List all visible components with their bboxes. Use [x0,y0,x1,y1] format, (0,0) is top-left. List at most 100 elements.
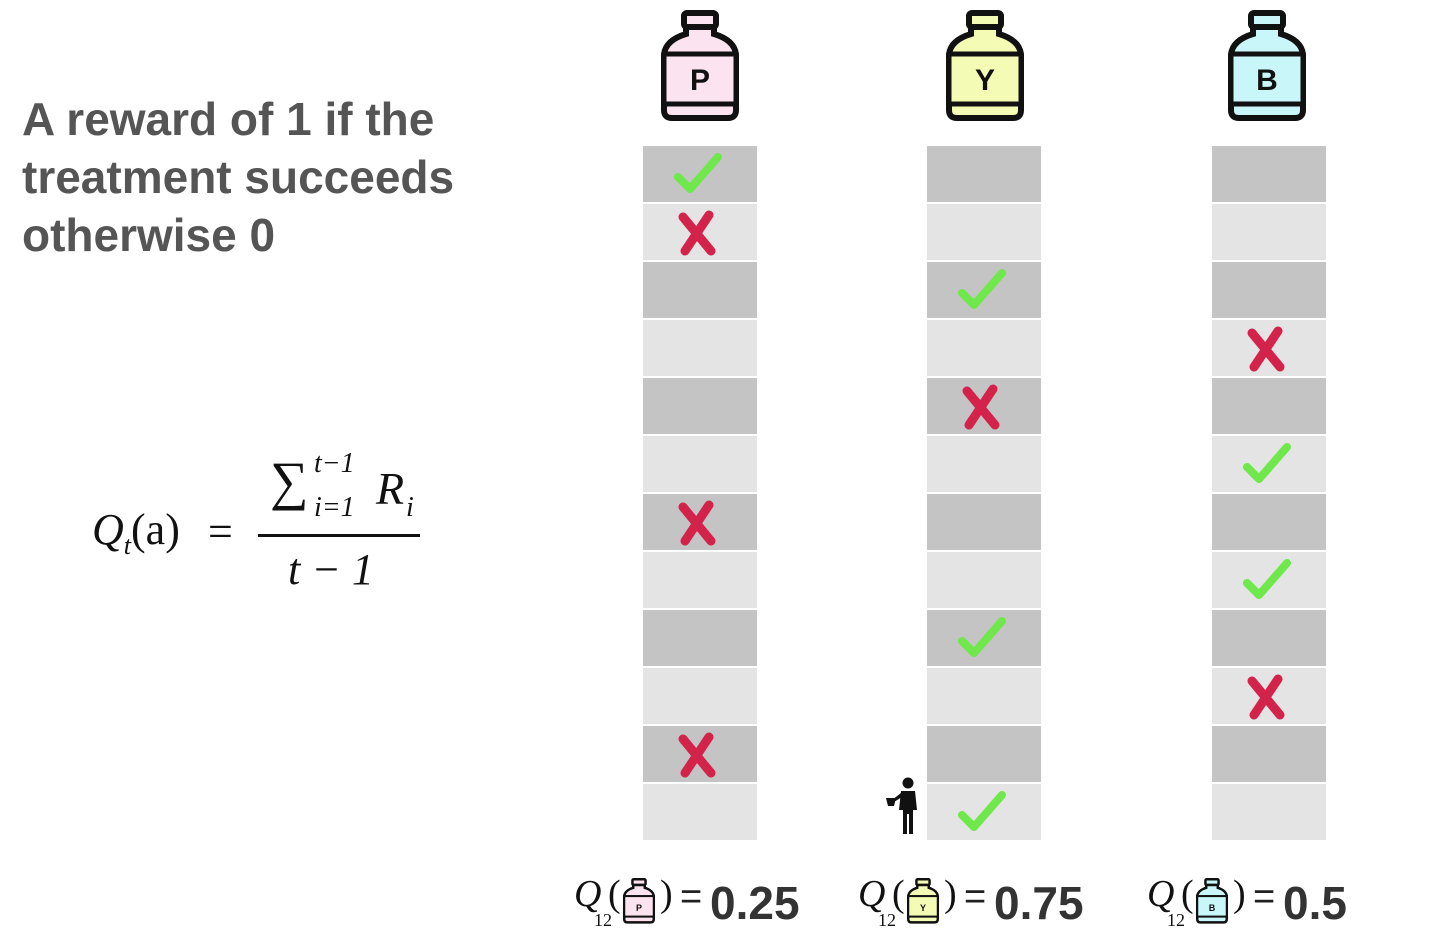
person-icon [886,777,917,834]
trial-cell [643,726,757,782]
trial-cell [643,320,757,376]
trial-cell [927,204,1041,260]
check-icon [958,269,1006,309]
q-symbol: Q [574,873,602,915]
check-icon [958,791,1006,831]
close-paren: ) [944,873,957,915]
check-icon [674,153,722,193]
formula-reward: R [376,463,405,514]
cross-icon [678,500,716,546]
check-icon [1243,443,1291,483]
trial-cell [643,436,757,492]
formula-numerator: ∑ t−1 i=1 R i [270,448,430,528]
trial-cell [1212,784,1326,840]
medicine-bottle-icon: Y [906,878,940,929]
close-paren: ) [1233,873,1246,915]
trial-cell [927,784,1041,840]
trial-cell [1212,204,1326,260]
cross-icon [678,210,716,256]
trial-cell [927,436,1041,492]
treatment-column-p [643,146,757,842]
medicine-bottle-icon: B [1227,10,1307,127]
formula-q: Q [92,505,124,554]
q-subscript: 12 [1167,910,1185,930]
cross-icon [678,732,716,778]
trial-cell [1212,436,1326,492]
close-paren: ) [660,873,673,915]
q-subscript: 12 [878,910,896,930]
formula-q-sub: t [123,531,132,560]
bottle-letter: B [1209,903,1216,913]
trial-cell [927,726,1041,782]
trial-cell [1212,494,1326,550]
formula-upper-limit: t−1 [314,448,355,479]
formula-lower-limit: i=1 [314,492,355,523]
open-paren: ( [892,873,905,915]
trial-cell [1212,610,1326,666]
formula-fraction-bar [258,534,420,537]
formula-denominator: t − 1 [288,545,374,594]
bottle-letter: Y [975,64,995,97]
formula-reward-sub: i [406,492,414,523]
trial-cell [643,552,757,608]
trial-cell [927,320,1041,376]
q-value: 0.75 [994,877,1084,929]
trial-cell [1212,668,1326,724]
trial-cell [643,610,757,666]
treatment-column-b [1212,146,1326,842]
q-value-formula: Qt(a) = ∑ t−1 i=1 R i t − 1 [92,448,432,598]
trial-cell [643,262,757,318]
q-subscript: 12 [594,910,612,930]
medicine-bottle-icon: B [1195,878,1229,929]
equals-sign: = [964,876,987,918]
trial-cell [643,784,757,840]
bottle-letter: P [636,903,642,913]
formula-lhs: Qt(a) [92,504,180,560]
trial-cell [1212,726,1326,782]
headline-line-2: treatment succeeds [22,151,455,203]
medicine-bottle-icon: P [660,10,740,127]
open-paren: ( [1181,873,1194,915]
trial-cell [927,610,1041,666]
trial-cell [1212,552,1326,608]
q-symbol: Q [1147,873,1175,915]
formula-arg: (a) [131,505,180,554]
treatment-column-y [927,146,1041,842]
trial-cell [1212,262,1326,318]
cross-icon [962,384,1000,430]
trial-cell [643,668,757,724]
trial-cell [643,494,757,550]
equals-sign: = [1253,876,1276,918]
bottle-letter: B [1256,64,1278,97]
equals-sign: = [680,876,703,918]
trial-cell [927,146,1041,202]
q-value: 0.25 [710,877,800,929]
open-paren: ( [608,873,621,915]
cross-icon [1247,674,1285,720]
q-symbol: Q [858,873,886,915]
headline: A reward of 1 if the treatment succeeds … [22,90,542,264]
trial-cell [927,668,1041,724]
trial-cell [927,262,1041,318]
medicine-bottle-icon: P [622,878,656,929]
trial-cell [927,552,1041,608]
trial-cell [643,146,757,202]
headline-line-3: otherwise 0 [22,209,276,261]
bottle-letter: Y [920,903,926,913]
formula-equals: = [208,507,233,556]
trial-cell [927,494,1041,550]
formula-sigma: ∑ [270,451,309,511]
trial-cell [1212,378,1326,434]
check-icon [1243,559,1291,599]
trial-cell [1212,320,1326,376]
cross-icon [1247,326,1285,372]
trial-cell [1212,146,1326,202]
trial-cell [927,378,1041,434]
medicine-bottle-icon: Y [945,10,1025,127]
trial-cell [643,378,757,434]
trial-cell [643,204,757,260]
headline-line-1: A reward of 1 if the [22,93,435,145]
bottle-letter: P [690,64,710,97]
q-value: 0.5 [1283,877,1347,929]
check-icon [958,617,1006,657]
